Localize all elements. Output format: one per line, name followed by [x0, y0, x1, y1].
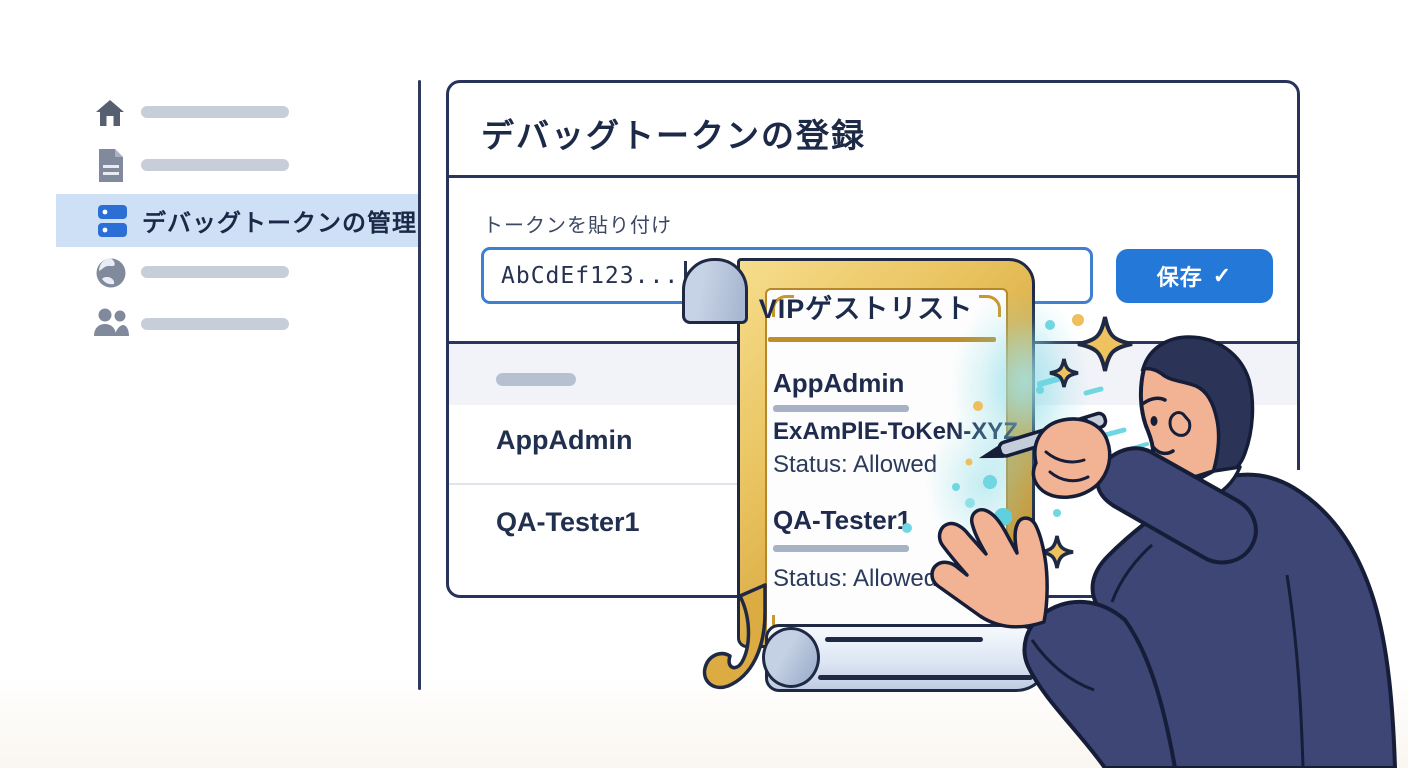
scroll-entry-status: Status: Allowed: [773, 451, 938, 478]
roll-line: [818, 675, 1033, 680]
frame-ornament: [772, 295, 794, 317]
sidebar-item-skeleton[interactable]: [141, 318, 289, 330]
sidebar-divider: [418, 80, 421, 690]
save-button[interactable]: 保存 ✓: [1116, 249, 1273, 303]
scroll-top-curl: [682, 258, 748, 324]
suit-seam: [1285, 574, 1305, 768]
sidebar-item-label: デバッグトークンの管理: [142, 210, 417, 237]
scroll-entry-name: AppAdmin: [773, 368, 905, 398]
token-input-label: トークンを貼り付け: [483, 215, 672, 237]
check-icon: ✓: [1212, 263, 1233, 288]
sidebar-item-skeleton[interactable]: [141, 106, 289, 118]
document-icon: [99, 149, 123, 182]
scroll-entry-token: ExAmPlE-ToKeN-XYZ: [773, 418, 1018, 445]
scroll-entry-status: Status: Allowed: [773, 565, 938, 592]
people-icon: [94, 308, 129, 336]
scroll-title-rule: [768, 337, 996, 342]
page-title: デバッグトークンの登録: [481, 117, 866, 154]
table-row[interactable]: QA-Tester1: [496, 507, 640, 537]
home-icon: [96, 100, 124, 126]
vip-scroll-illustration: VIPゲストリスト AppAdmin ExAmPlE-ToKeN-XYZ Sta…: [680, 255, 1052, 695]
token-input-value: AbCdEf123...: [501, 262, 680, 289]
roll-line: [825, 637, 983, 642]
scroll-bottom-curl: [762, 627, 820, 688]
sidebar-item-debug-token-management[interactable]: デバッグトークンの管理: [56, 194, 418, 247]
panel-divider: [449, 175, 1297, 178]
save-button-label: 保存: [1156, 265, 1203, 290]
sidebar-item-skeleton[interactable]: [141, 159, 289, 171]
table-header-skeleton: [496, 373, 576, 386]
scroll-entry-name: QA-Tester1: [773, 505, 912, 535]
panel-border-fade: [1290, 470, 1308, 602]
scroll-entry-rule: [773, 545, 909, 552]
scroll-entry-rule: [773, 405, 909, 412]
globe-icon: [96, 258, 126, 288]
server-icon: [98, 205, 127, 237]
sidebar-item-skeleton[interactable]: [141, 266, 289, 278]
table-row[interactable]: AppAdmin: [496, 425, 633, 455]
scroll-title: VIPゲストリスト: [758, 294, 974, 324]
